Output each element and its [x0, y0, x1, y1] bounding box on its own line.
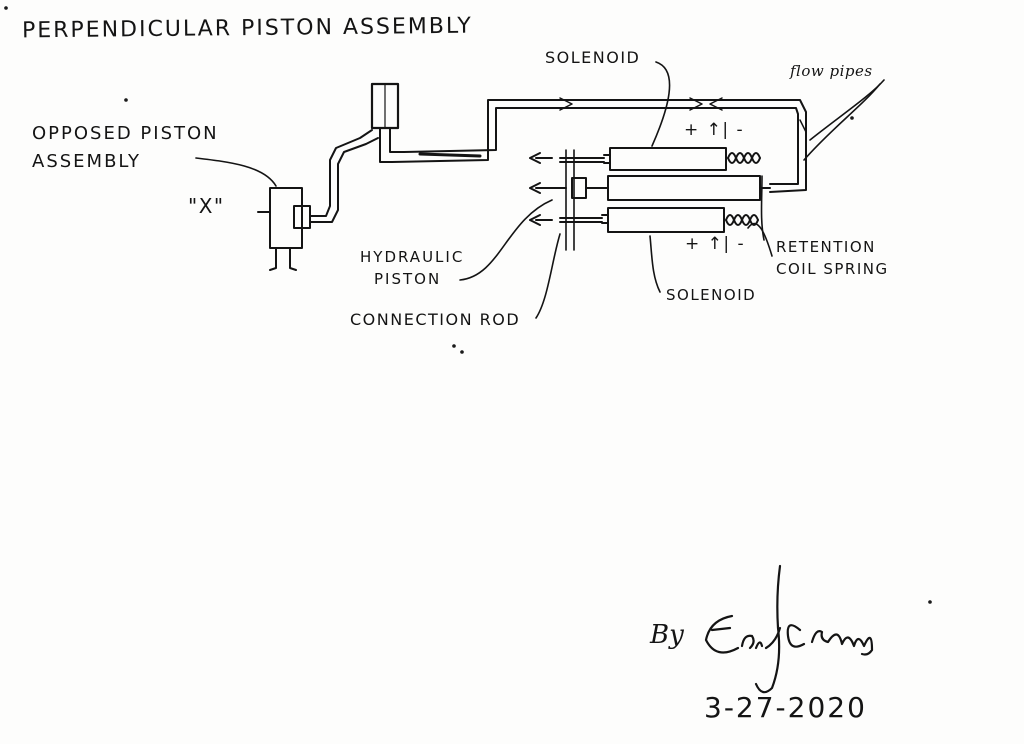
opposed-piston-label-line1: OPPOSED PISTON — [32, 123, 219, 144]
diagram-title: PERPENDICULAR PISTON ASSEMBLY — [21, 13, 473, 44]
opposed-piston-block — [257, 187, 311, 271]
leader-lines — [195, 61, 885, 319]
opposed-piston-label: OPPOSED PISTON ASSEMBLY — [32, 120, 219, 176]
hydraulic-piston-label: HYDRAULIC PISTON — [360, 246, 464, 290]
flow-pipe-main — [391, 97, 807, 193]
polarity-bottom-label: + ↑| - — [685, 234, 746, 254]
retention-spring-label-line1: RETENTION — [776, 238, 876, 256]
hydraulic-piston-label-line1: HYDRAULIC — [360, 248, 465, 266]
x-mark-label: "X" — [188, 194, 225, 218]
hydraulic-piston-label-line2: PISTON — [374, 270, 442, 288]
signature-by: By — [650, 620, 684, 650]
flow-pipe-left — [309, 129, 379, 223]
solenoid-top-label: SOLENOID — [545, 48, 641, 67]
opposed-piston-label-line2: ASSEMBLY — [32, 151, 142, 172]
hydraulic-cylinder — [571, 175, 771, 201]
solenoid-top — [603, 147, 761, 171]
solenoid-bottom-label: SOLENOID — [666, 286, 757, 304]
connection-rods — [529, 149, 605, 251]
signature-scribble — [704, 564, 874, 694]
retention-spring-label: RETENTION COIL SPRING — [776, 236, 889, 280]
retention-spring-label-line2: COIL SPRING — [776, 260, 889, 278]
flow-pipes-label: flow pipes — [790, 62, 873, 80]
upper-cylinder — [370, 82, 405, 163]
solenoid-bottom — [601, 207, 759, 233]
polarity-top-label: + ↑| - — [684, 120, 745, 140]
signature-date: 3-27-2020 — [704, 691, 867, 724]
connection-rod-label: CONNECTION ROD — [350, 310, 521, 329]
stray-marks — [4, 6, 932, 604]
